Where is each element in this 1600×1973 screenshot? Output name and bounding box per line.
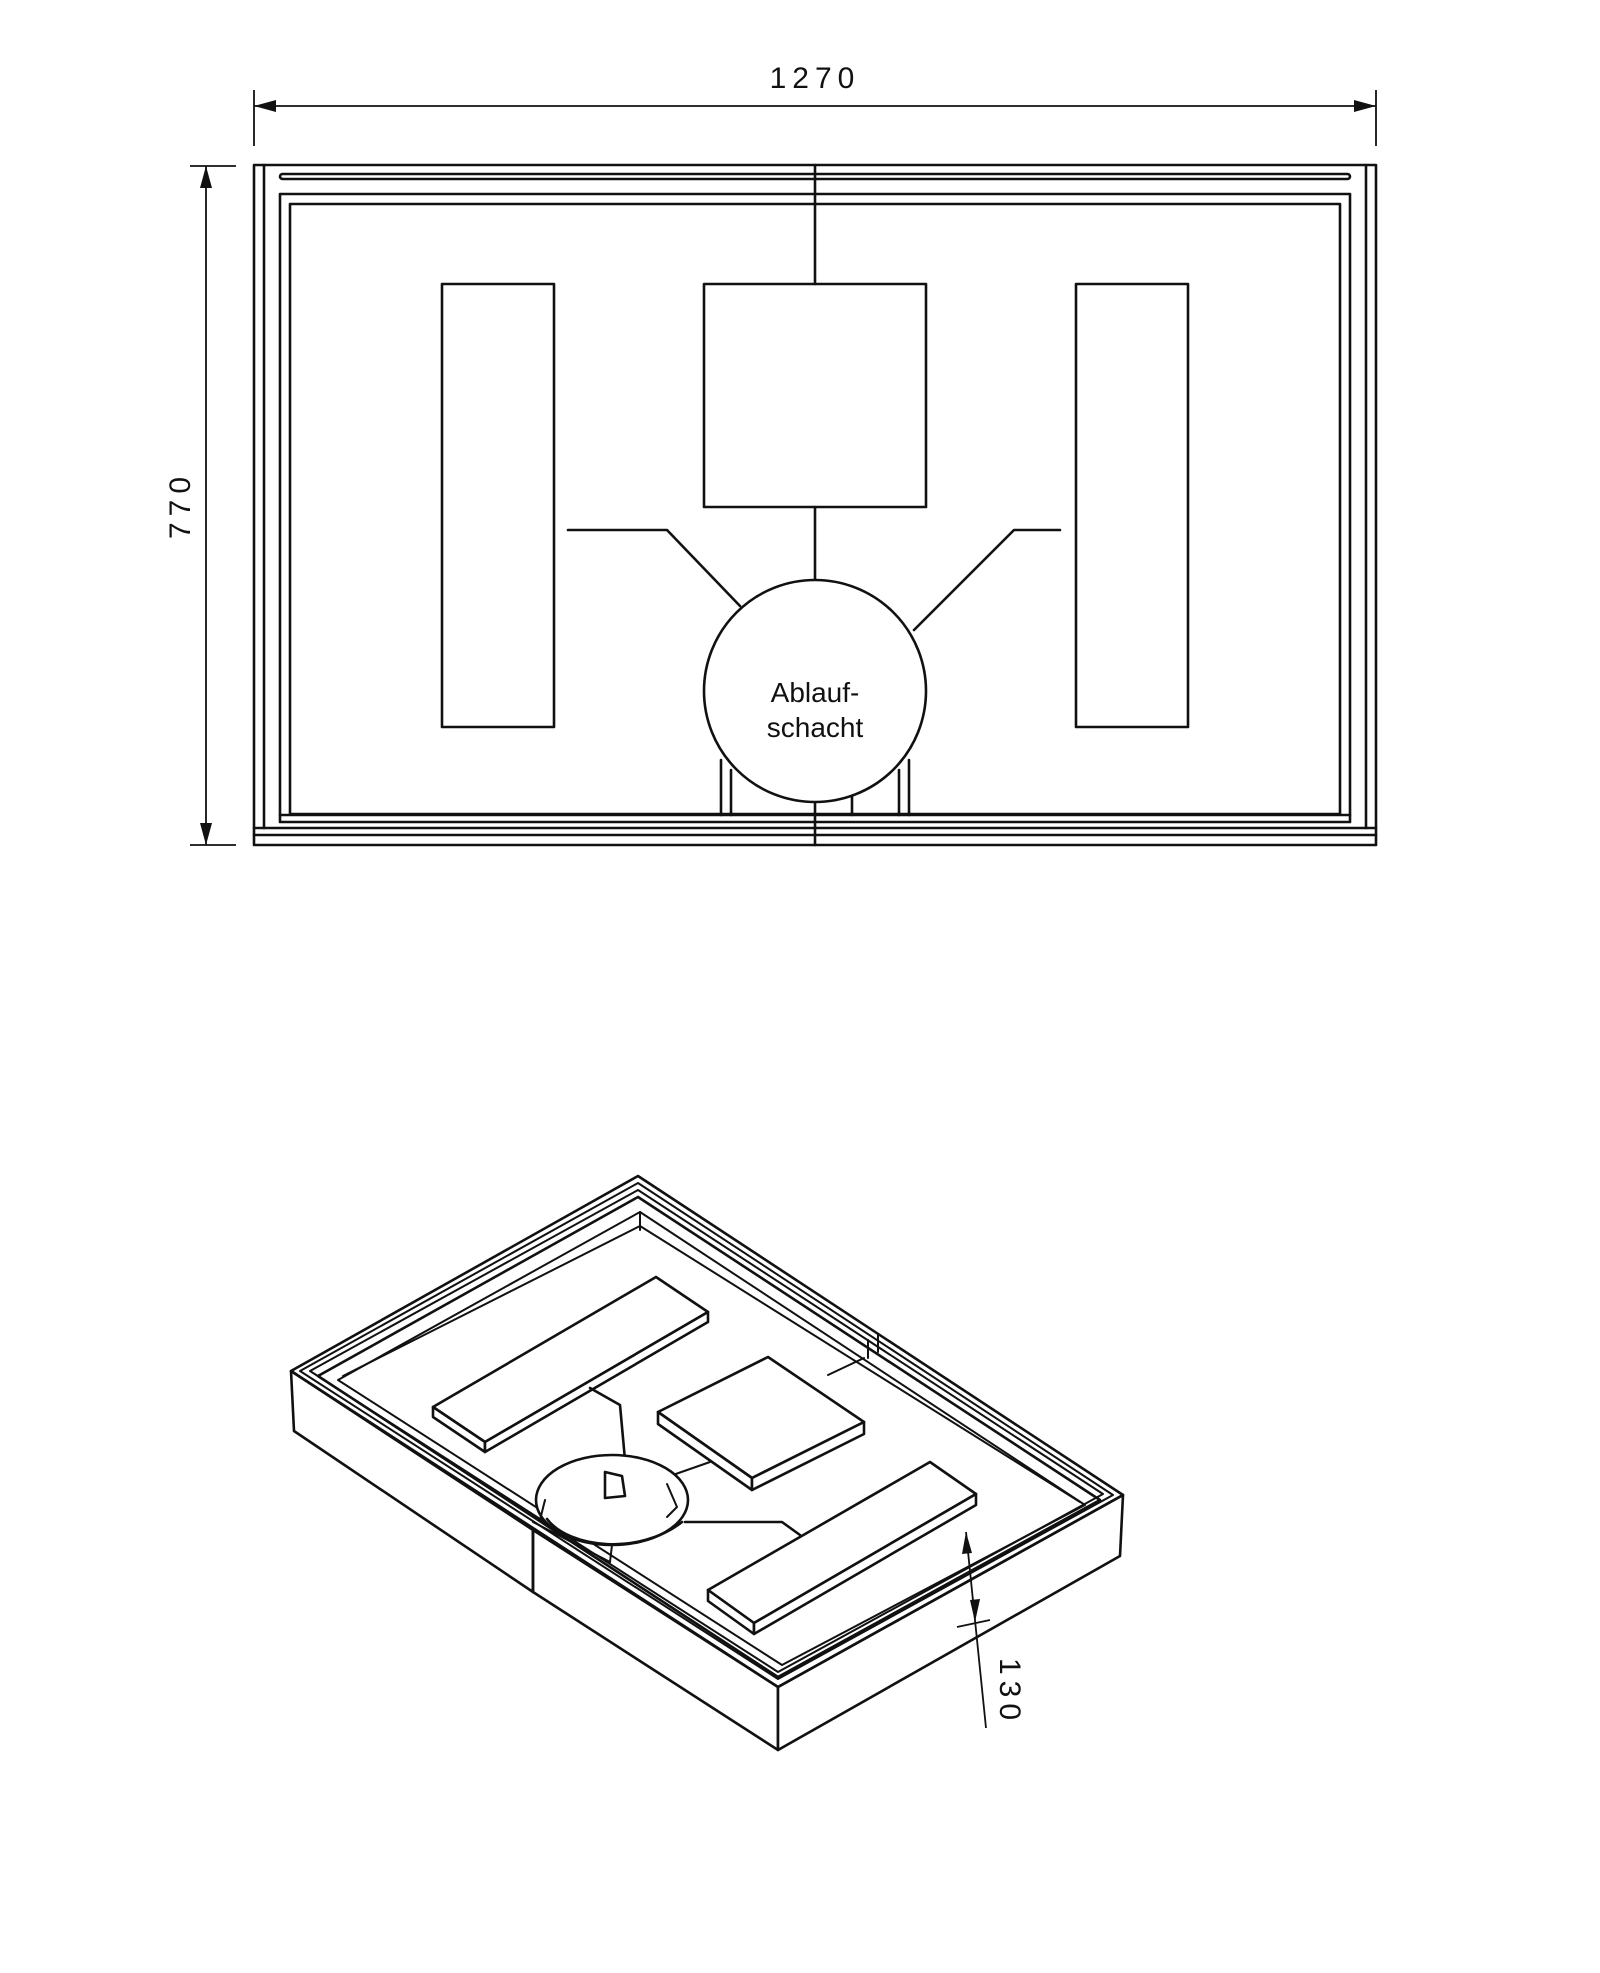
iso-drain-channel-left (588, 1386, 627, 1462)
isometric-view: 130 (289, 1174, 1125, 1752)
iso-left-support-pad (431, 1275, 710, 1454)
tray-rim-outer (289, 1174, 1125, 1689)
drain-outlet-channel (719, 758, 911, 817)
top-view: 1270 770 (164, 62, 1378, 847)
center-support-pad (702, 282, 928, 509)
iso-inner-basin (316, 1195, 1102, 1679)
drain-shaft-circle (702, 578, 928, 804)
depth-dimension-label: 130 (993, 1658, 1026, 1726)
width-dimension: 1270 (253, 62, 1377, 146)
height-dimension: 770 (164, 165, 236, 846)
drain-label-line2: schacht (767, 712, 864, 743)
depth-dimension: 130 (956, 1531, 1026, 1729)
right-support-pad (1074, 282, 1190, 729)
width-dimension-label: 1270 (770, 62, 861, 95)
iso-right-support-pad (706, 1460, 978, 1636)
right-drain-channel (912, 528, 1062, 632)
iso-center-support-pad (656, 1355, 866, 1492)
iso-drain-shaft (534, 1453, 690, 1563)
height-dimension-label: 770 (164, 471, 197, 539)
left-drain-channel (566, 528, 742, 608)
left-support-pad (440, 282, 556, 729)
drain-label-line1: Ablauf- (771, 677, 860, 708)
iso-drain-channel-right (683, 1520, 802, 1537)
